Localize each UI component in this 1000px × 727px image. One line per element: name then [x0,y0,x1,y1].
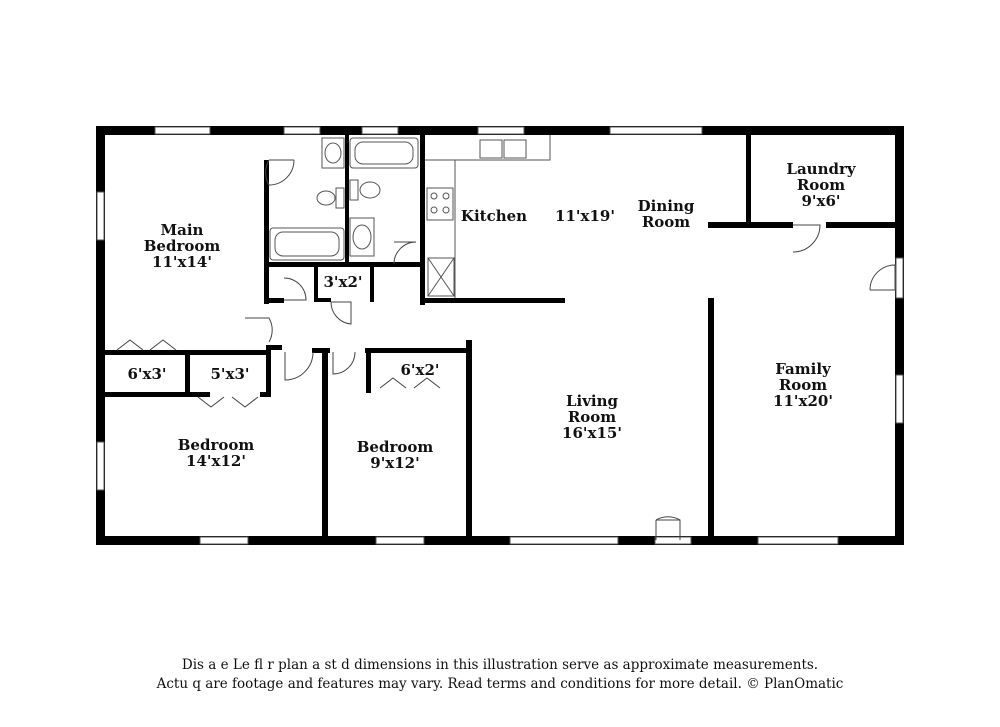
laundry-room-name-2: Room [796,176,846,194]
kitchen-label: Kitchen [461,208,527,224]
closet-c-label: 5'x3' [210,366,249,382]
laundry-room-dims: 9'x6' [801,192,841,210]
kitchen-dining-label: 11'x19' [555,208,615,224]
exterior-walls [96,126,904,545]
kitchen-name: Kitchen [460,207,528,225]
fixtures [269,135,551,298]
bedroom-2-dims: 14'x12' [186,452,246,470]
closet-a-dims: 3'x2' [323,273,363,291]
main-bedroom-name-1: Main [160,221,204,239]
main-bedroom-label: Main Bedroom 11'x14' [144,222,221,270]
family-room-name-2: Room [778,376,828,394]
closet-c-dims: 5'x3' [210,365,250,383]
main-bedroom-dims: 11'x14' [152,253,212,271]
kitchen-dining-dims: 11'x19' [555,207,615,225]
bedroom-3-name: Bedroom [356,438,434,456]
disclaimer-line-1: Dis a e Le fl r plan a st d dimensions i… [181,657,819,673]
dining-room-label: Dining Room [638,198,695,230]
bedroom-3-label: Bedroom 9'x12' [357,439,434,471]
dining-room-name-2: Room [641,213,691,231]
interior-walls [105,135,896,536]
bedroom-2-name: Bedroom [177,436,255,454]
family-room-label: Family Room 11'x20' [773,361,833,409]
living-room-dims: 16'x15' [562,424,622,442]
disclaimer-line-2: Actu q are footage and features may vary… [156,676,844,692]
family-room-name-1: Family [775,360,831,378]
doors [116,159,896,540]
family-room-dims: 11'x20' [773,392,833,410]
laundry-room-name-1: Laundry [786,160,856,178]
windows [96,126,904,545]
laundry-room-label: Laundry Room 9'x6' [786,161,855,209]
closet-d-label: 6'x2' [400,362,439,378]
bedroom-2-label: Bedroom 14'x12' [178,437,255,469]
living-room-label: Living Room 16'x15' [562,393,622,441]
closet-a-label: 3'x2' [323,274,362,290]
closet-b-label: 6'x3' [127,366,166,382]
closet-b-dims: 6'x3' [127,365,167,383]
living-room-name-2: Room [567,408,617,426]
main-bedroom-name-2: Bedroom [143,237,221,255]
closet-d-dims: 6'x2' [400,361,440,379]
bedroom-3-dims: 9'x12' [370,454,420,472]
living-room-name-1: Living [565,392,619,410]
dining-room-name-1: Dining [637,197,695,215]
